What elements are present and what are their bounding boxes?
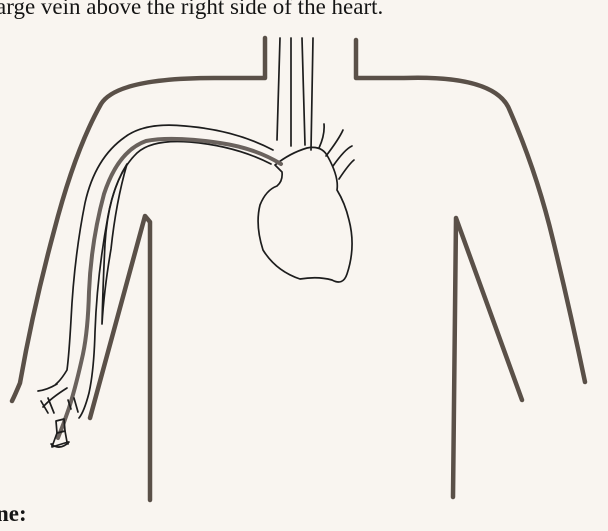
left-shoulder-outline [12, 38, 265, 401]
aortic-branch [326, 130, 343, 156]
catheter-hub-icon [51, 419, 69, 447]
aortic-branch [333, 146, 352, 166]
aortic-branch [319, 124, 324, 148]
neck-vessel [302, 38, 305, 145]
section-heading: ne: [0, 500, 27, 528]
vein-upper-contour [56, 125, 273, 384]
vein-lower-tail [38, 384, 57, 391]
vessels [38, 38, 354, 418]
right-shoulder-outline [356, 40, 585, 382]
heart-outline [258, 147, 352, 282]
right-inner-arm-line [453, 218, 522, 497]
neck-vessel [277, 38, 280, 140]
aortic-branch [339, 160, 354, 179]
left-inner-arm-line [90, 216, 150, 500]
vein-lower-tail [43, 388, 67, 407]
neck-vessel [311, 38, 313, 150]
torso-outline [12, 38, 585, 500]
